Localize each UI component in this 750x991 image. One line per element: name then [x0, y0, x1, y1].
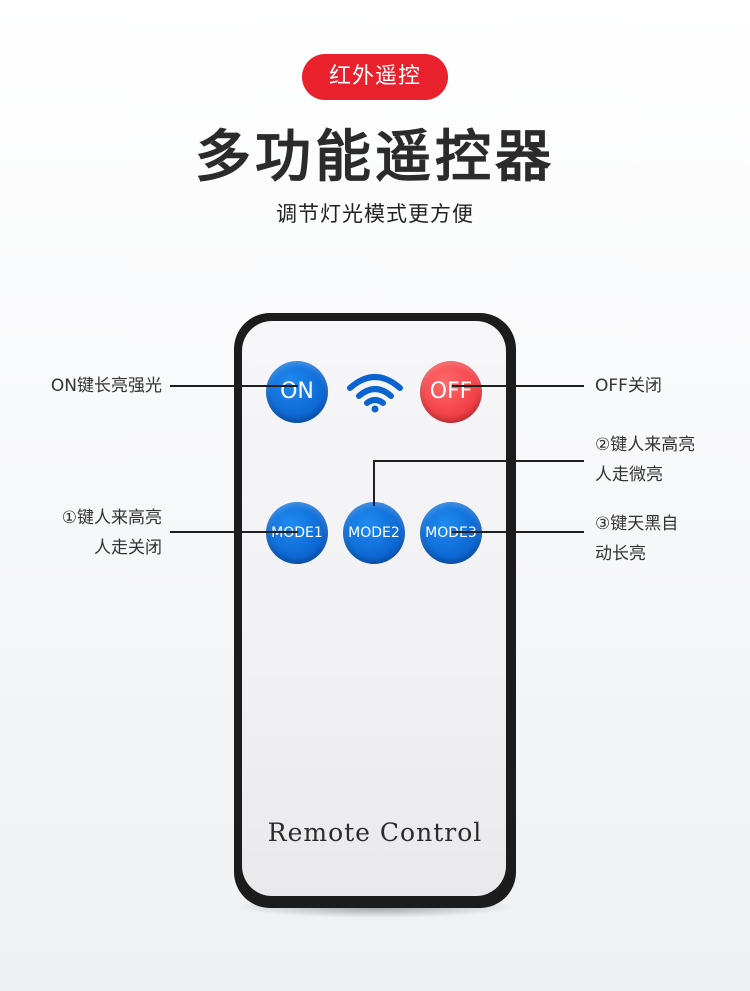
remote-control: [234, 313, 516, 908]
mode3-button[interactable]: MODE3: [420, 502, 482, 564]
mode1-callout-line2: 人走关闭: [94, 538, 162, 558]
mode3-callout-text: ③键天黑自 动长亮: [595, 509, 745, 569]
wireless-signal-icon: [347, 374, 403, 413]
mode2-callout-line2: 人走微亮: [595, 465, 663, 485]
infrared-remote-badge: 红外遥控: [302, 54, 448, 100]
mode1-button[interactable]: MODE1: [266, 502, 328, 564]
mode2-button[interactable]: MODE2: [343, 502, 405, 564]
page-subtitle: 调节灯光模式更方便: [276, 202, 474, 226]
off-callout-line: [452, 385, 584, 387]
on-callout-line: [170, 385, 298, 387]
mode1-callout-text: ①键人来高亮 人走关闭: [10, 503, 162, 563]
on-button[interactable]: ON: [266, 361, 328, 423]
remote-brand-text: Remote Control: [267, 818, 483, 847]
mode1-callout-line1: ①键人来高亮: [61, 508, 162, 528]
mode3-callout-line1: ③键天黑自: [595, 514, 679, 534]
on-callout-text: ON键长亮强光: [50, 376, 162, 396]
mode2-callout-line-vertical: [373, 460, 375, 506]
mode2-callout-line-horizontal: [373, 460, 584, 462]
mode1-callout-line: [170, 531, 298, 533]
off-button[interactable]: OFF: [420, 361, 482, 423]
page-title: 多功能遥控器: [195, 125, 555, 190]
mode3-callout-line: [452, 531, 584, 533]
mode3-callout-line2: 动长亮: [595, 544, 646, 564]
off-callout-text: OFF关闭: [595, 376, 662, 396]
mode2-callout-line1: ②键人来高亮: [595, 435, 696, 455]
mode2-callout-text: ②键人来高亮 人走微亮: [595, 430, 745, 490]
